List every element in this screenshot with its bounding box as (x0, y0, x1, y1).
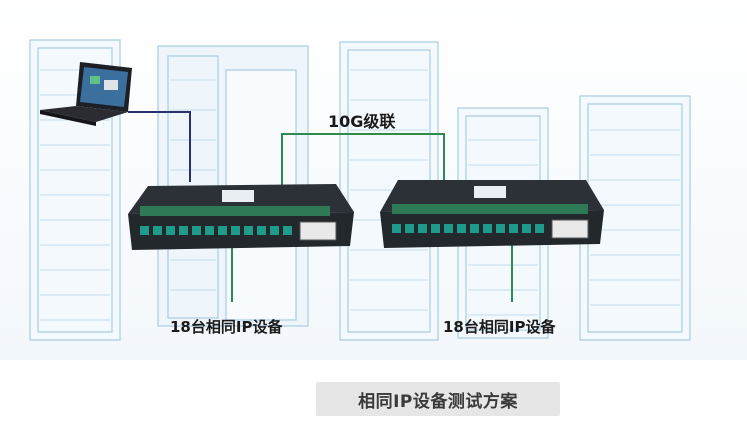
laptop-icon (40, 62, 132, 126)
caption-banner: 相同IP设备测试方案 (316, 382, 560, 416)
caption-text: 相同IP设备测试方案 (358, 391, 518, 412)
network-switch-icon (380, 180, 604, 248)
network-switch-icon (128, 184, 354, 250)
cascade-link-label: 10G级联 (328, 112, 396, 131)
laptop-link-line (128, 111, 191, 182)
right-device-group-label: 18台相同IP设备 (443, 318, 556, 336)
cascade-link-line (281, 133, 445, 188)
left-device-group-label: 18台相同IP设备 (170, 318, 283, 336)
